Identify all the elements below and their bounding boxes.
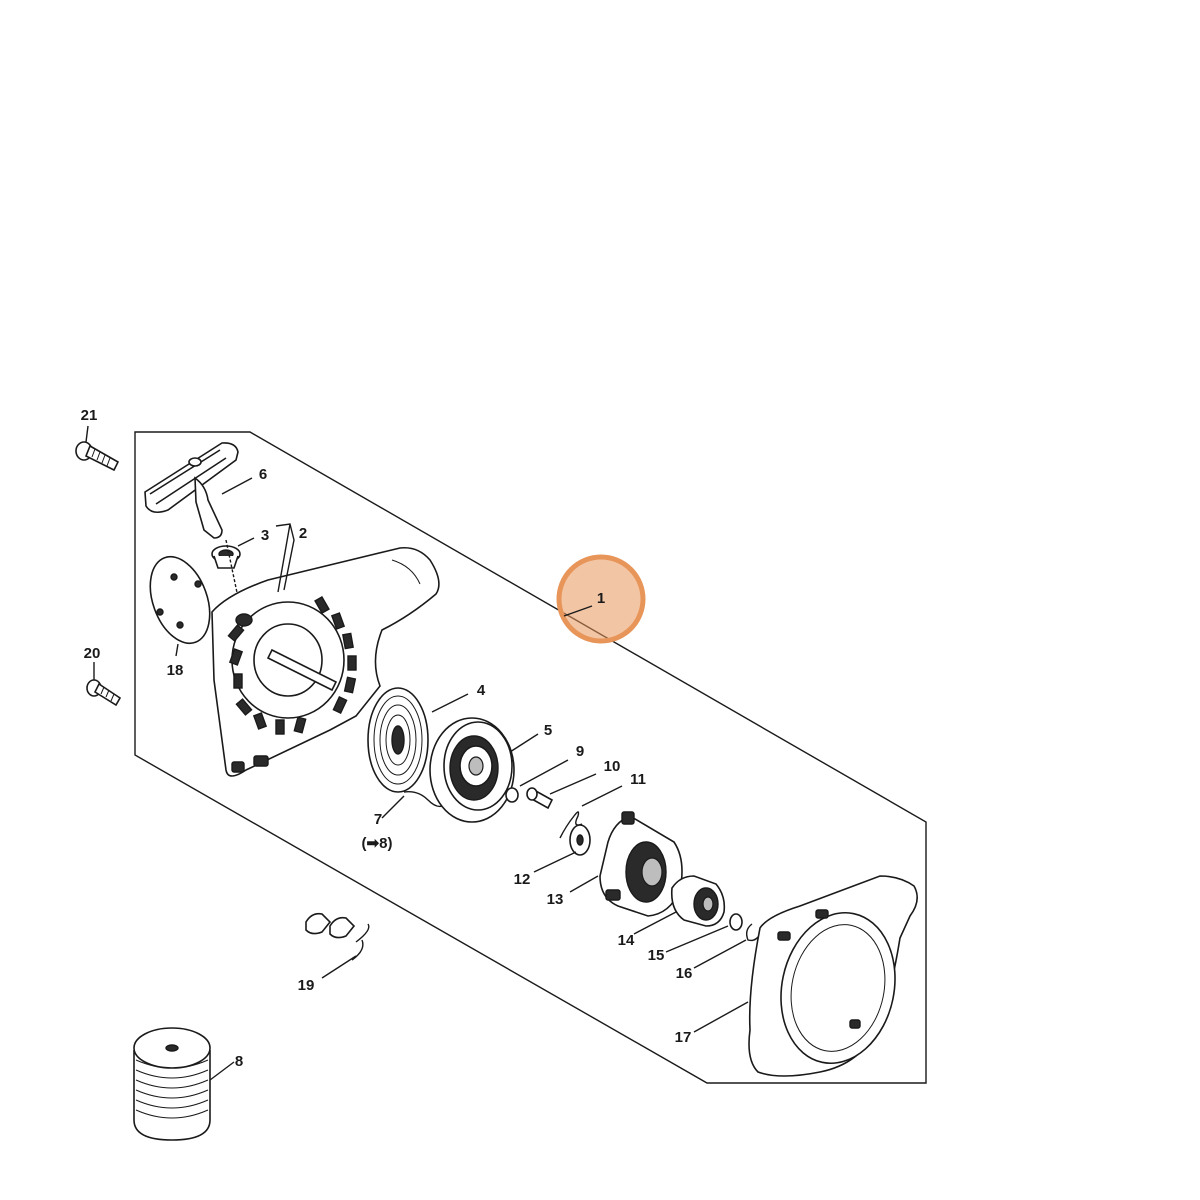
rope-rotor-5-icon[interactable] xyxy=(429,717,515,823)
leader-lines xyxy=(85,425,749,1081)
rewind-spring-4-icon[interactable] xyxy=(367,687,429,793)
callout-15[interactable]: 15 xyxy=(648,947,665,964)
callout-5[interactable]: 5 xyxy=(544,722,552,739)
callout-12[interactable]: 12 xyxy=(514,871,531,888)
spring-clip-11-icon[interactable] xyxy=(559,811,583,839)
spring-clips-19-icon[interactable] xyxy=(305,912,370,961)
washer-15-icon[interactable] xyxy=(729,913,743,931)
part-1-highlight[interactable] xyxy=(556,554,646,644)
pawl-carrier-13-icon[interactable] xyxy=(599,811,683,917)
starter-grip-6-icon[interactable] xyxy=(144,442,239,539)
pawl-hub-14-icon[interactable] xyxy=(670,875,726,927)
rope-guide-3-icon[interactable] xyxy=(211,545,241,569)
circlip-16-icon[interactable] xyxy=(745,923,761,942)
starter-cover-17-icon[interactable] xyxy=(748,875,918,1077)
fan-housing-2-icon[interactable] xyxy=(211,546,440,777)
assembly-frame xyxy=(134,431,927,1084)
callout-7[interactable]: 7 xyxy=(374,811,382,828)
pin-10-icon[interactable] xyxy=(526,787,554,810)
callout-8[interactable]: 8 xyxy=(235,1053,243,1070)
callout-4[interactable]: 4 xyxy=(477,682,486,699)
callout-1[interactable]: 1 xyxy=(597,590,605,607)
washer-9-icon[interactable] xyxy=(505,787,519,803)
callout-9[interactable]: 9 xyxy=(576,743,584,760)
callout-19[interactable]: 19 xyxy=(298,977,315,994)
callout-13[interactable]: 13 xyxy=(547,891,564,908)
screw-21-icon[interactable] xyxy=(75,441,120,472)
callout-3[interactable]: 3 xyxy=(261,527,269,544)
callout-20[interactable]: 20 xyxy=(84,645,101,662)
callout-17[interactable]: 17 xyxy=(675,1029,692,1046)
callout-2[interactable]: 2 xyxy=(299,525,307,542)
callout-21[interactable]: 21 xyxy=(81,407,98,424)
rope-spool-8-icon[interactable] xyxy=(133,1027,211,1141)
callout-18[interactable]: 18 xyxy=(167,662,184,679)
callout-11[interactable]: 11 xyxy=(630,771,646,788)
rope-7-icon[interactable] xyxy=(403,790,443,808)
callout-10[interactable]: 10 xyxy=(604,758,621,775)
callout-7-note: (➡8) xyxy=(362,835,393,852)
screw-20-icon[interactable] xyxy=(86,679,122,707)
callout-16[interactable]: 16 xyxy=(676,965,693,982)
washer-12-icon[interactable] xyxy=(569,824,591,856)
callout-6[interactable]: 6 xyxy=(259,466,267,483)
disc-18-icon[interactable] xyxy=(139,548,221,651)
callout-14[interactable]: 14 xyxy=(618,932,635,949)
